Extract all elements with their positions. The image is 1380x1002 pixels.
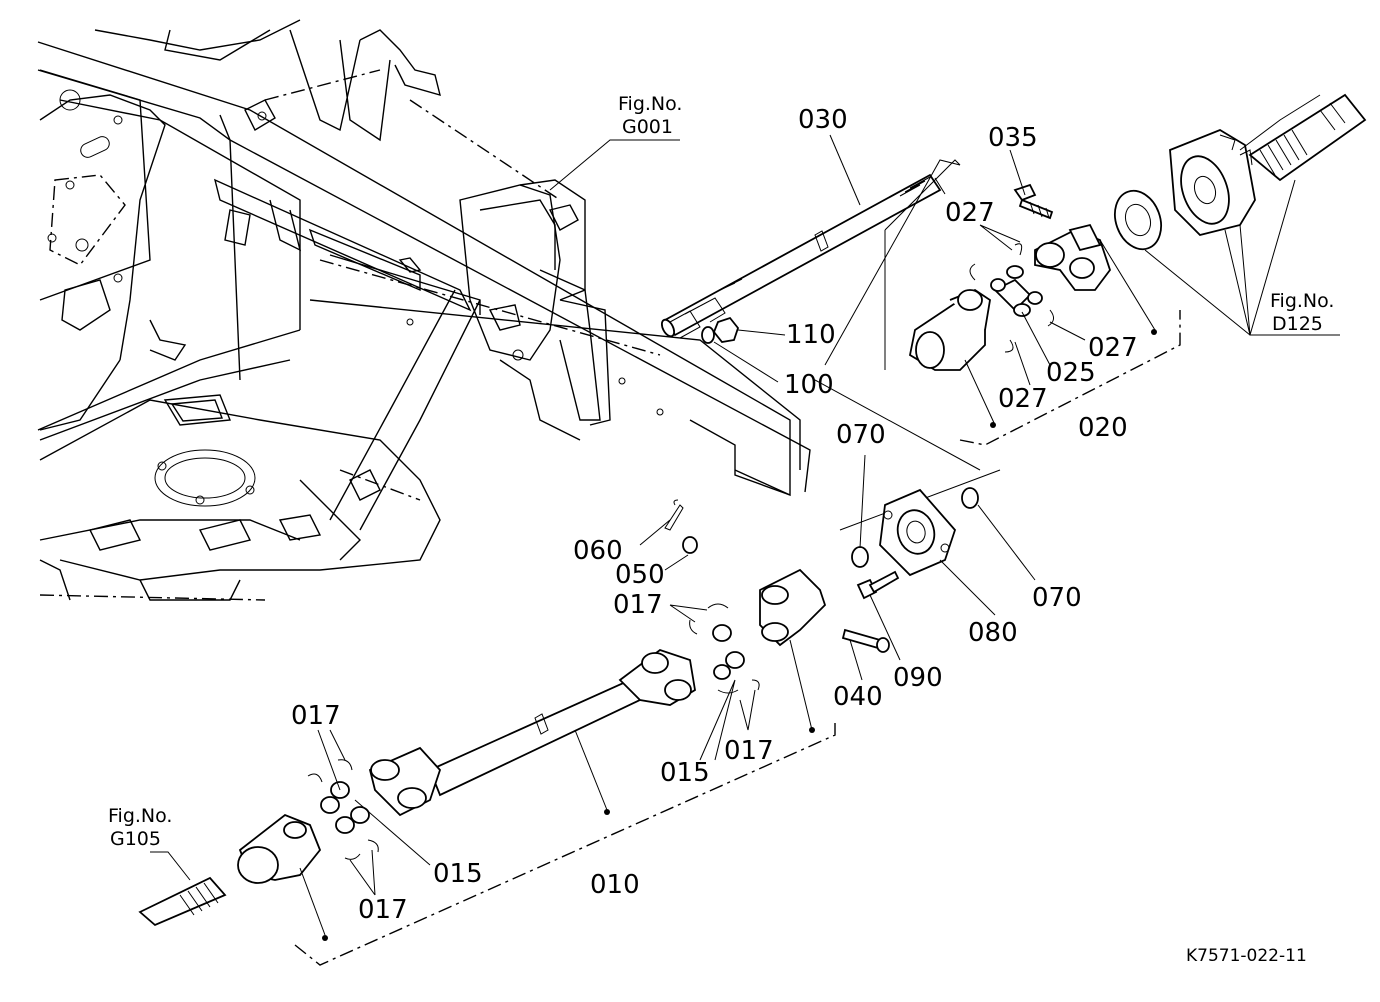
nut-washer-drawing <box>701 316 740 344</box>
upper-joint-020-drawing <box>908 93 1367 371</box>
fig-ref-d125-line2: D125 <box>1272 313 1323 335</box>
drawing-code: K7571-022-11 <box>1186 946 1307 966</box>
fig-ref-g001-line1: Fig.No. <box>618 93 682 115</box>
tractor-frame-drawing <box>37 19 811 601</box>
leader-lines <box>150 134 1340 966</box>
part-label-010: 010 <box>590 870 640 900</box>
part-label-020: 020 <box>1078 413 1128 443</box>
part-label-015-upper: 015 <box>660 758 710 788</box>
part-label-015-lower: 015 <box>433 859 483 889</box>
part-label-027-right: 027 <box>1088 333 1138 363</box>
part-label-040: 040 <box>833 682 883 712</box>
part-label-027-top: 027 <box>945 198 995 228</box>
part-label-060: 060 <box>573 536 623 566</box>
part-label-035: 035 <box>988 123 1038 153</box>
part-label-080: 080 <box>968 618 1018 648</box>
fig-ref-g105-line1: Fig.No. <box>108 805 172 827</box>
part-label-027-bottom: 027 <box>998 384 1048 414</box>
part-label-090: 090 <box>893 663 943 693</box>
part-label-110: 110 <box>786 320 836 350</box>
flange-bearing-080-drawing <box>851 487 979 600</box>
part-label-070-right: 070 <box>1032 583 1082 613</box>
part-label-017-lower-top: 017 <box>291 701 341 731</box>
part-label-017-upper-left: 017 <box>613 590 663 620</box>
part-label-070-top: 070 <box>836 420 886 450</box>
part-label-030: 030 <box>798 105 848 135</box>
part-label-017-upper-right: 017 <box>724 736 774 766</box>
lower-shaft-010-drawing <box>138 499 890 927</box>
part-label-050: 050 <box>615 560 665 590</box>
shaft-030-drawing <box>660 159 1001 531</box>
part-label-025: 025 <box>1046 358 1096 388</box>
reference-dots <box>322 329 1157 941</box>
part-label-017-lower-bottom: 017 <box>358 895 408 925</box>
part-label-100: 100 <box>784 370 834 400</box>
fig-ref-g105-line2: G105 <box>110 828 161 850</box>
fig-ref-d125-line1: Fig.No. <box>1270 290 1334 312</box>
fig-ref-g001-line2: G001 <box>622 116 673 138</box>
